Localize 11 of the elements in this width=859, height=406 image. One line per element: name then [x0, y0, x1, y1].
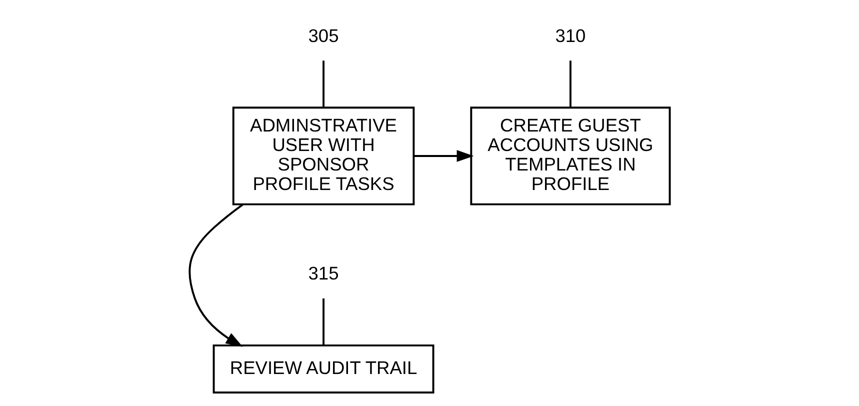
connector — [322, 60, 324, 108]
arrow — [188, 204, 244, 347]
node-text: 310 — [555, 24, 586, 46]
node-text: 305 — [308, 24, 339, 46]
connector — [322, 298, 324, 346]
connector — [570, 60, 572, 108]
node-text: 315 — [308, 262, 339, 284]
node-box: ADMINSTRATIVE USER WITH SPONSOR PROFILE TASKS — [232, 106, 415, 206]
arrow — [414, 150, 474, 162]
node-box: REVIEW AUDIT TRAIL — [212, 344, 434, 394]
node-box: CREATE GUEST ACCOUNTS USING TEMPLATES IN PROFILE — [470, 106, 671, 206]
